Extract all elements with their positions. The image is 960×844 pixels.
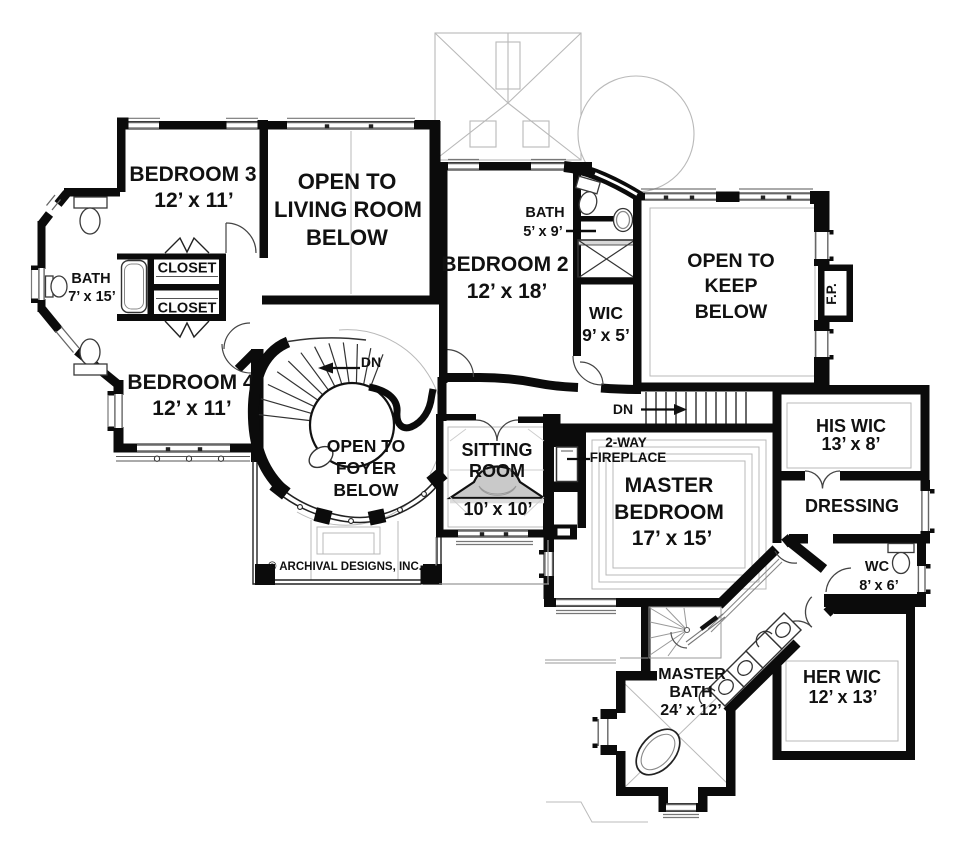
svg-text:12’ x 18’: 12’ x 18’ xyxy=(467,280,548,303)
svg-text:WIC: WIC xyxy=(589,303,623,323)
svg-text:DRESSING: DRESSING xyxy=(805,496,899,516)
svg-text:FOYER: FOYER xyxy=(336,458,397,478)
svg-text:24’ x 12’: 24’ x 12’ xyxy=(660,702,721,719)
svg-text:10’ x 10’: 10’ x 10’ xyxy=(463,499,532,519)
svg-text:OPEN TO: OPEN TO xyxy=(327,436,405,456)
svg-text:CLOSET: CLOSET xyxy=(158,301,217,317)
svg-text:MASTER: MASTER xyxy=(625,474,714,497)
svg-text:BATH: BATH xyxy=(669,684,712,701)
svg-text:DN: DN xyxy=(361,354,381,370)
svg-text:© ARCHIVAL DESIGNS, INC.: © ARCHIVAL DESIGNS, INC. xyxy=(268,561,422,573)
svg-text:F.P.: F.P. xyxy=(824,283,839,305)
svg-text:8’ x 6’: 8’ x 6’ xyxy=(859,578,899,594)
svg-text:OPEN TO: OPEN TO xyxy=(687,250,774,272)
svg-text:13’ x 8’: 13’ x 8’ xyxy=(821,434,880,454)
svg-text:WC: WC xyxy=(865,559,890,575)
svg-text:HER WIC: HER WIC xyxy=(803,667,881,687)
svg-text:BEDROOM 2: BEDROOM 2 xyxy=(441,253,568,276)
svg-text:HIS WIC: HIS WIC xyxy=(816,416,886,436)
svg-text:9’ x 5’: 9’ x 5’ xyxy=(582,325,630,345)
svg-text:BELOW: BELOW xyxy=(333,480,399,500)
svg-text:5’ x 9’: 5’ x 9’ xyxy=(523,224,563,240)
svg-text:OPEN TO: OPEN TO xyxy=(298,169,397,194)
svg-text:SITTING: SITTING xyxy=(462,440,533,460)
svg-text:12’ x 11’: 12’ x 11’ xyxy=(152,397,231,420)
svg-text:BEDROOM: BEDROOM xyxy=(614,501,724,524)
svg-text:7’ x 15’: 7’ x 15’ xyxy=(68,289,116,305)
svg-text:CLOSET: CLOSET xyxy=(158,261,217,277)
svg-text:BATH: BATH xyxy=(525,205,564,221)
svg-text:ROOM: ROOM xyxy=(469,461,525,481)
svg-text:12’ x 11’: 12’ x 11’ xyxy=(154,189,233,212)
svg-text:2-WAY: 2-WAY xyxy=(605,435,647,450)
svg-text:DN: DN xyxy=(613,401,633,417)
svg-text:BEDROOM 4: BEDROOM 4 xyxy=(127,371,255,394)
svg-text:LIVING ROOM: LIVING ROOM xyxy=(274,197,422,222)
svg-text:BEDROOM 3: BEDROOM 3 xyxy=(129,163,256,186)
svg-text:MASTER: MASTER xyxy=(658,666,726,683)
svg-text:12’ x 13’: 12’ x 13’ xyxy=(808,687,877,707)
svg-text:BELOW: BELOW xyxy=(695,301,768,323)
svg-text:BATH: BATH xyxy=(71,271,110,287)
svg-text:BELOW: BELOW xyxy=(306,225,388,250)
svg-text:KEEP: KEEP xyxy=(704,275,757,297)
svg-text:FIREPLACE: FIREPLACE xyxy=(590,450,667,465)
svg-text:17’ x 15’: 17’ x 15’ xyxy=(632,527,713,550)
